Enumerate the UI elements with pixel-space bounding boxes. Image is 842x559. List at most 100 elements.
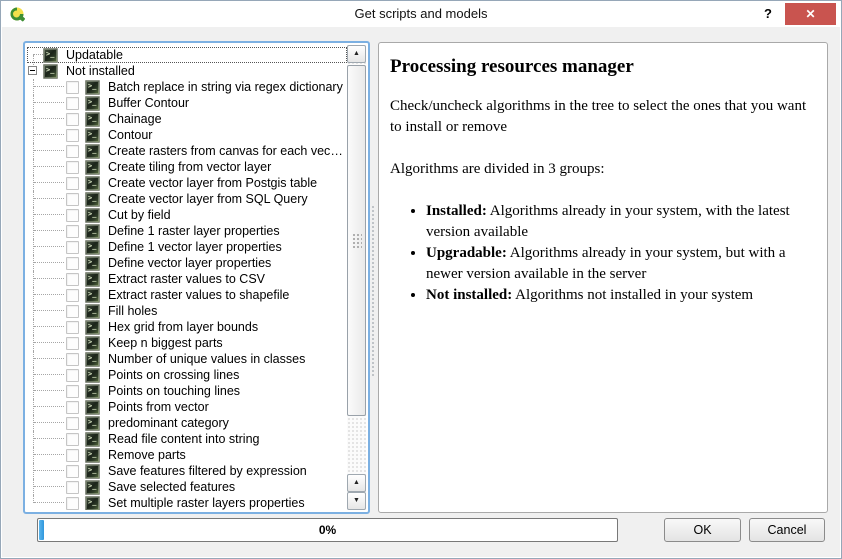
scroll-down-button[interactable]: ▼	[347, 492, 366, 510]
algorithm-checkbox[interactable]	[66, 480, 79, 494]
tree-algorithm-row[interactable]: Extract raster values to shapefile	[27, 287, 347, 303]
tree-scrollbar[interactable]: ▲ ▲ ▼	[347, 45, 366, 510]
tree-algorithm-row[interactable]: Keep n biggest parts	[27, 335, 347, 351]
collapse-expander[interactable]	[28, 66, 37, 75]
branch-lines	[27, 415, 66, 431]
algorithm-checkbox[interactable]	[66, 80, 79, 94]
algorithm-checkbox[interactable]	[66, 288, 79, 302]
tree-algorithm-label: Extract raster values to shapefile	[108, 288, 290, 302]
tree-group-row[interactable]: Not installed	[27, 63, 347, 79]
tree-algorithm-row[interactable]: Batch replace in string via regex dictio…	[27, 79, 347, 95]
tree-algorithm-label: Chainage	[108, 112, 162, 126]
tree-algorithm-row[interactable]: Hex grid from layer bounds	[27, 319, 347, 335]
algorithm-checkbox[interactable]	[66, 272, 79, 286]
algorithm-checkbox[interactable]	[66, 192, 79, 206]
algorithm-checkbox[interactable]	[66, 160, 79, 174]
tree-algorithm-row[interactable]: Set multiple raster layers properties	[27, 495, 347, 510]
tree-algorithm-row[interactable]: Chainage	[27, 111, 347, 127]
tree-algorithm-row[interactable]: Fill holes	[27, 303, 347, 319]
window-title: Get scripts and models	[354, 6, 488, 21]
tree-group-row[interactable]: Updatable	[27, 47, 347, 63]
algorithm-checkbox[interactable]	[66, 208, 79, 222]
scroll-up-button[interactable]: ▲	[347, 45, 366, 63]
tree-algorithm-row[interactable]: Cut by field	[27, 207, 347, 223]
splitter-handle[interactable]	[371, 206, 374, 376]
tree-algorithm-row[interactable]: predominant category	[27, 415, 347, 431]
algorithm-checkbox[interactable]	[66, 400, 79, 414]
ok-button[interactable]: OK	[664, 518, 741, 542]
tree-algorithm-row[interactable]: Save selected features	[27, 479, 347, 495]
algorithm-checkbox[interactable]	[66, 176, 79, 190]
algorithm-checkbox[interactable]	[66, 112, 79, 126]
script-icon	[85, 191, 100, 207]
scroll-up-button-bottom[interactable]: ▲	[347, 474, 366, 492]
algorithm-checkbox[interactable]	[66, 352, 79, 366]
algorithm-checkbox[interactable]	[66, 416, 79, 430]
algorithm-checkbox[interactable]	[66, 496, 79, 510]
tree-algorithm-label: Save features filtered by expression	[108, 464, 307, 478]
help-button[interactable]: ?	[764, 6, 772, 21]
branch-lines	[27, 111, 66, 127]
tree-algorithm-row[interactable]: Create rasters from canvas for each vect…	[27, 143, 347, 159]
branch-lines	[27, 303, 66, 319]
titlebar: Get scripts and models ? ✕	[1, 1, 841, 27]
algorithm-checkbox[interactable]	[66, 96, 79, 110]
tree-algorithm-row[interactable]: Contour	[27, 127, 347, 143]
branch-lines	[27, 479, 66, 495]
tree-algorithm-row[interactable]: Number of unique values in classes	[27, 351, 347, 367]
branch-lines	[27, 95, 66, 111]
script-icon	[85, 335, 100, 351]
algorithm-checkbox[interactable]	[66, 320, 79, 334]
scrollbar-thumb[interactable]	[347, 65, 366, 416]
algorithm-checkbox[interactable]	[66, 256, 79, 270]
tree-group-label: Updatable	[66, 48, 123, 62]
tree-algorithm-row[interactable]: Define 1 raster layer properties	[27, 223, 347, 239]
algorithm-checkbox[interactable]	[66, 128, 79, 142]
tree-algorithm-row[interactable]: Points on touching lines	[27, 383, 347, 399]
tree-algorithm-row[interactable]: Extract raster values to CSV	[27, 271, 347, 287]
algorithm-checkbox[interactable]	[66, 144, 79, 158]
algorithm-checkbox[interactable]	[66, 464, 79, 478]
tree-algorithm-row[interactable]: Buffer Contour	[27, 95, 347, 111]
algorithm-checkbox[interactable]	[66, 384, 79, 398]
algorithm-checkbox[interactable]	[66, 224, 79, 238]
script-icon	[85, 255, 100, 271]
tree-algorithm-row[interactable]: Define 1 vector layer properties	[27, 239, 347, 255]
tree-algorithm-row[interactable]: Create vector layer from SQL Query	[27, 191, 347, 207]
algorithm-checkbox[interactable]	[66, 448, 79, 462]
algorithm-checkbox[interactable]	[66, 368, 79, 382]
tree-algorithm-row[interactable]: Define vector layer properties	[27, 255, 347, 271]
script-icon	[85, 175, 100, 191]
script-icon	[43, 63, 58, 79]
tree-algorithm-row[interactable]: Remove parts	[27, 447, 347, 463]
tree-algorithm-label: Create tiling from vector layer	[108, 160, 272, 174]
algorithm-checkbox[interactable]	[66, 336, 79, 350]
algorithm-checkbox[interactable]	[66, 240, 79, 254]
branch-lines	[27, 255, 66, 271]
branch-cell	[27, 47, 45, 63]
script-icon	[85, 431, 100, 447]
tree-algorithm-label: Extract raster values to CSV	[108, 272, 266, 286]
group-list-item: Upgradable: Algorithms already in your s…	[426, 243, 816, 285]
branch-lines	[27, 143, 66, 159]
tree-algorithm-row[interactable]: Points from vector	[27, 399, 347, 415]
tree-algorithm-row[interactable]: Save features filtered by expression	[27, 463, 347, 479]
tree-root-branch-line	[33, 55, 34, 71]
tree-algorithm-label: Points from vector	[108, 400, 209, 414]
tree-algorithm-label: Fill holes	[108, 304, 158, 318]
script-icon	[85, 463, 100, 479]
tree-algorithm-row[interactable]: Points on crossing lines	[27, 367, 347, 383]
group-list-item: Installed: Algorithms already in your sy…	[426, 201, 816, 243]
tree-algorithm-row[interactable]: Create tiling from vector layer	[27, 159, 347, 175]
branch-lines	[27, 463, 66, 479]
algorithm-checkbox[interactable]	[66, 432, 79, 446]
cancel-button[interactable]: Cancel	[749, 518, 825, 542]
close-button[interactable]: ✕	[785, 3, 836, 25]
script-icon	[85, 271, 100, 287]
tree-algorithm-row[interactable]: Create vector layer from Postgis table	[27, 175, 347, 191]
tree-algorithm-label: Points on crossing lines	[108, 368, 240, 382]
tree-algorithm-row[interactable]: Read file content into string	[27, 431, 347, 447]
algorithm-checkbox[interactable]	[66, 304, 79, 318]
script-icon	[85, 143, 100, 159]
